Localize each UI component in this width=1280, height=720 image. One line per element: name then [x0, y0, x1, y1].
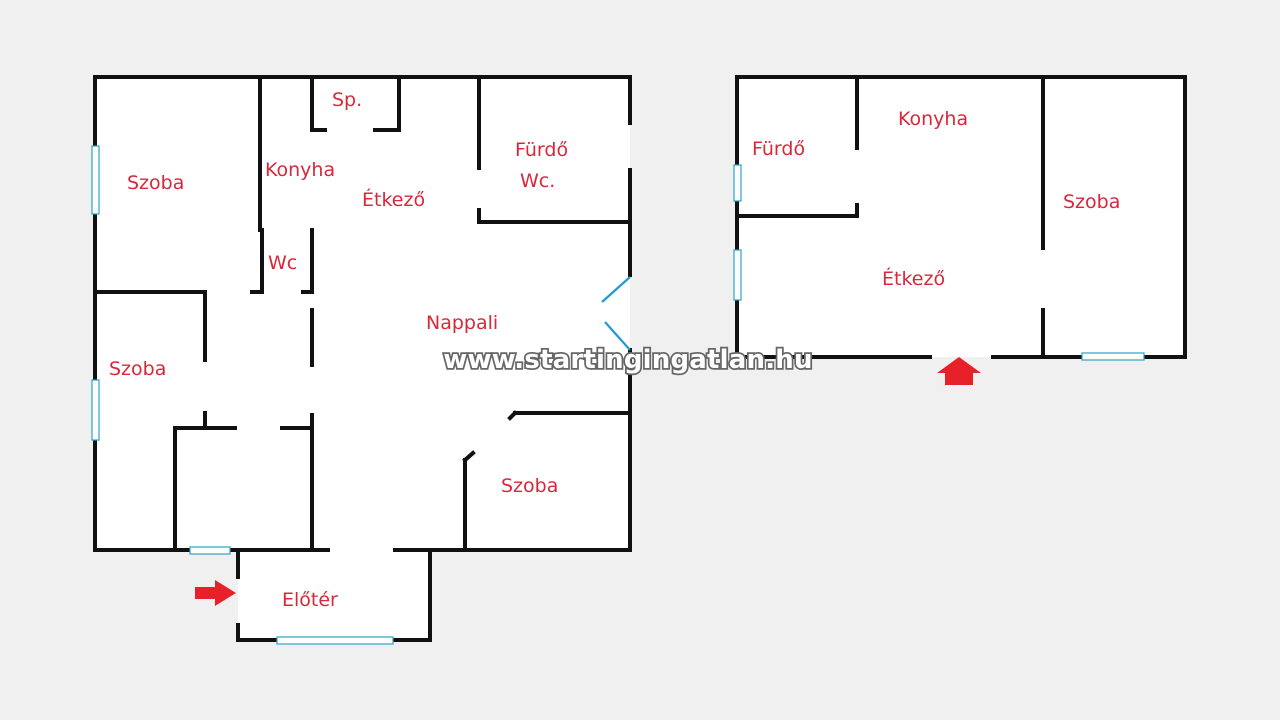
- eloter-floor: [238, 550, 430, 641]
- arrow-right-icon: [195, 580, 236, 606]
- room-label-sp: Sp.: [332, 89, 362, 111]
- annex-building-walls: [735, 75, 1187, 359]
- room-label-konyha-annex: Konyha: [898, 108, 968, 130]
- room-label-wc-bath: Wc.: [520, 170, 555, 192]
- main-building-floor: [95, 77, 630, 550]
- room-label-furdo-annex: Fürdő: [752, 138, 805, 160]
- arrow-up-icon: [937, 357, 981, 385]
- room-label-konyha-main: Konyha: [265, 159, 335, 181]
- annex-building-windows: [733, 164, 1145, 361]
- room-label-eloter: Előtér: [282, 589, 338, 611]
- room-label-nappali: Nappali: [426, 312, 498, 334]
- watermark: www.startingingatlan.hu: [443, 345, 812, 375]
- room-label-etkezo-annex: Étkező: [882, 267, 945, 290]
- room-label-szoba-bottom-right: Szoba: [501, 475, 558, 497]
- room-label-szoba-annex: Szoba: [1063, 191, 1120, 213]
- main-building-doors: [601, 276, 631, 351]
- room-label-etkezo-main: Étkező: [362, 188, 425, 211]
- room-label-szoba-mid-left: Szoba: [109, 358, 166, 380]
- main-building-windows: [91, 145, 394, 645]
- room-label-furdo-main: Fürdő: [515, 139, 568, 161]
- room-label-szoba-top-left: Szoba: [127, 172, 184, 194]
- room-label-wc-small: Wc: [268, 252, 297, 274]
